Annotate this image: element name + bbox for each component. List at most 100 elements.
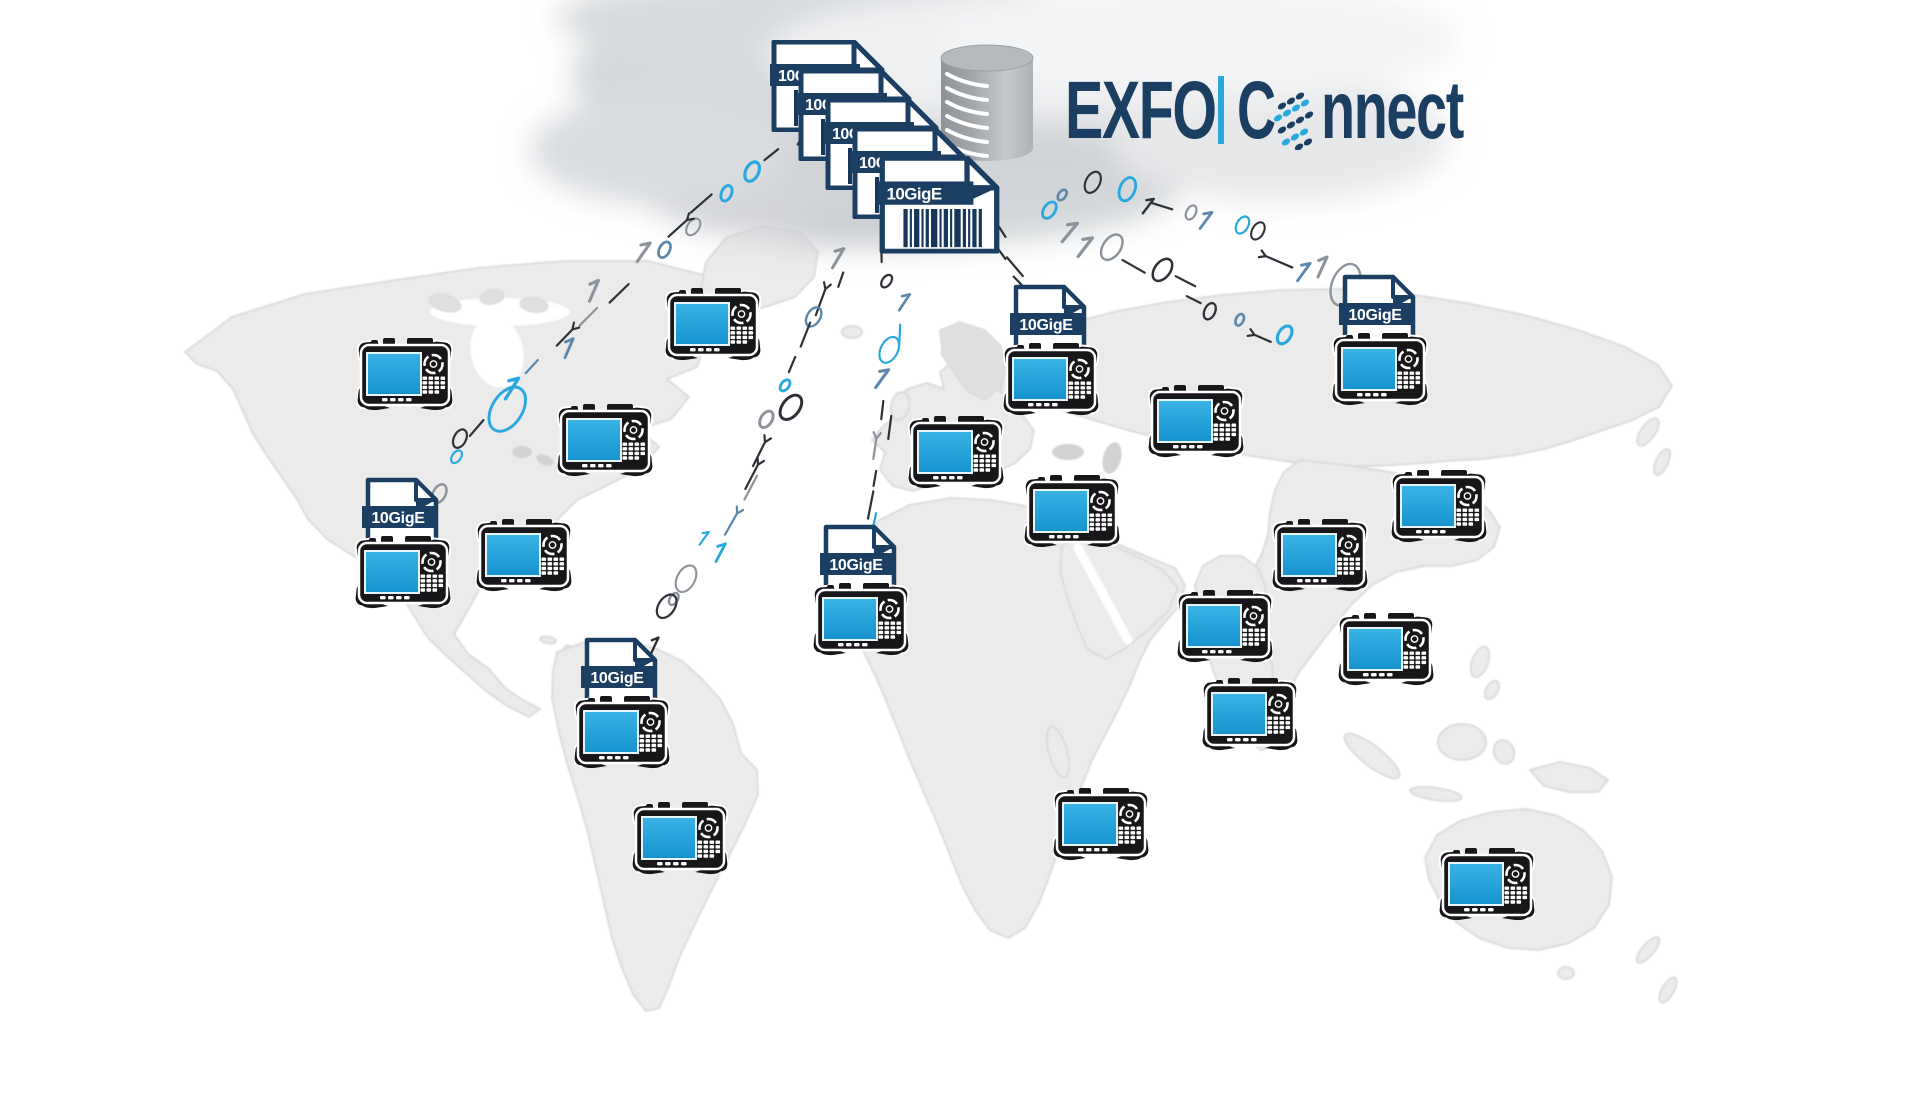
binary-zero-glyph [719, 184, 734, 203]
stream-dash [814, 281, 832, 317]
result-file-label: 10GigE [590, 670, 644, 687]
stream-dash [763, 148, 780, 162]
stream-dash [744, 456, 766, 491]
device-asia-china [1391, 470, 1487, 544]
stream-dash [723, 505, 745, 536]
device-africa-central [1053, 788, 1149, 862]
device-europe-west [908, 416, 1004, 490]
database-platter-lines [945, 72, 989, 158]
result-file-europe-north: 10GigE [1010, 287, 1084, 367]
map-britain [889, 391, 911, 421]
map-iceland [841, 325, 863, 339]
device-asia-china-south [1272, 519, 1368, 593]
device-australia [1439, 848, 1535, 922]
binary-zero-glyph [487, 385, 527, 433]
map-new-guinea [1529, 761, 1609, 793]
map-sumatra [1343, 732, 1401, 780]
logo-brand: EXFO [1065, 65, 1217, 156]
stream-dash [866, 490, 875, 520]
device-na-east [557, 404, 653, 478]
binary-one-glyph [1060, 221, 1079, 244]
binary-one-glyph [874, 368, 891, 390]
map-black-sea [1052, 444, 1084, 460]
binary-one-glyph [587, 278, 600, 303]
map-japan [1652, 448, 1672, 476]
map-madagascar [1046, 725, 1070, 779]
stream-dash [751, 434, 773, 468]
binary-one-glyph [1141, 197, 1155, 215]
device-asia-southeast [1338, 613, 1434, 687]
stream-dash [689, 193, 713, 214]
binary-zero-glyph [1202, 301, 1217, 321]
binary-one-glyph [635, 241, 652, 264]
binary-zero-glyph [451, 428, 469, 449]
binary-zero-glyph [657, 240, 672, 259]
stream-dash [887, 414, 893, 441]
binary-zero-glyph [674, 564, 698, 594]
stream-dash [872, 431, 882, 460]
device-na-north [665, 288, 761, 362]
stream-dash [578, 306, 599, 327]
binary-zero-glyph [778, 393, 804, 421]
stream-dash [743, 474, 759, 501]
binary-one-glyph [830, 247, 846, 270]
binary-one-glyph [1296, 262, 1312, 283]
map-japan [1636, 417, 1660, 447]
result-file-label: 10GigE [829, 557, 883, 574]
cloud-report-file: 10GigE [878, 158, 997, 251]
binary-one-glyph [563, 337, 575, 359]
binary-one-glyph [714, 542, 727, 563]
binary-zero-glyph [878, 335, 901, 364]
device-africa-west [813, 583, 909, 657]
map-hudson-bay [470, 316, 524, 388]
stream-dash [1246, 328, 1272, 343]
binary-zero-glyph [1234, 312, 1246, 327]
stream-dash [837, 271, 845, 288]
result-file-label: 10GigE [371, 510, 425, 527]
map-new-zealand [1635, 936, 1661, 964]
map-borneo [1437, 723, 1487, 761]
binary-zero-glyph [449, 449, 464, 465]
stream-dash [555, 321, 581, 347]
device-na-west [357, 338, 453, 412]
binary-one-glyph [897, 293, 912, 312]
dotted-o-icon [1273, 92, 1314, 150]
stream-dash [667, 212, 695, 238]
binary-one-glyph [1198, 211, 1214, 230]
device-middle-east [1024, 475, 1120, 549]
binary-zero-glyph [1275, 324, 1294, 346]
binary-zero-glyph [1083, 170, 1102, 194]
map-philippines [1483, 679, 1501, 701]
binary-zero-glyph [1250, 221, 1266, 241]
binary-one-glyph [698, 530, 711, 546]
map-caribbean-island [539, 635, 557, 645]
binary-zero-glyph [655, 593, 678, 620]
result-file-label: 10GigE [1348, 307, 1402, 324]
stream-dash [1121, 258, 1146, 274]
database-top [940, 44, 1034, 72]
result-file-na-mexico: 10GigE [362, 480, 436, 560]
binary-zero-glyph [685, 217, 702, 237]
binary-zero-glyph [1234, 215, 1251, 235]
device-sa-north [574, 696, 670, 770]
stream-dash [524, 358, 539, 375]
stream-dash [799, 321, 812, 348]
stream-dash [1005, 256, 1024, 278]
test-devices: 10GigE 10GigE 10GigE 10GigE 10GigE [355, 277, 1535, 922]
map-caspian-sea [1102, 442, 1122, 474]
logo-separator-bar [1218, 76, 1224, 144]
map-red-sea [1073, 543, 1133, 645]
binary-zero-glyph [1099, 233, 1124, 262]
stream-dash [1174, 275, 1197, 288]
database-body [941, 58, 1033, 161]
map-great-lake [536, 454, 554, 466]
stream-dash [608, 283, 630, 304]
device-europe-north [1003, 343, 1099, 417]
binary-zero-glyph [743, 160, 762, 183]
device-na-mexico [355, 536, 451, 610]
stream-dash [880, 399, 885, 421]
cloud-file-label: 10GigE [886, 184, 941, 203]
